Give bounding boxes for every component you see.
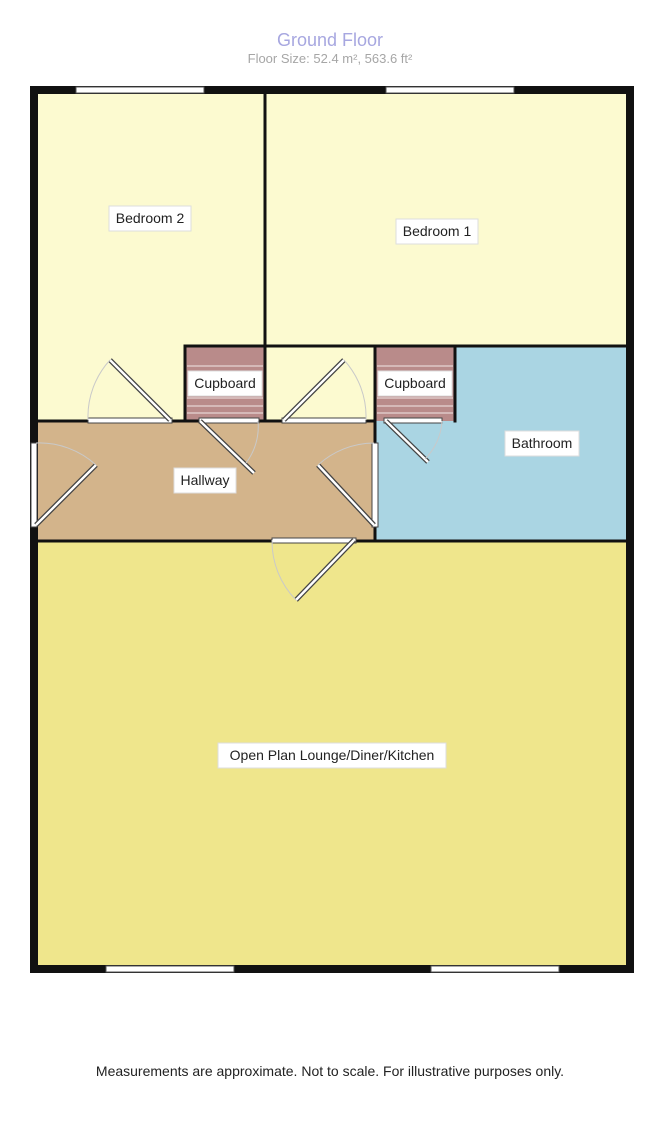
svg-text:Cupboard: Cupboard xyxy=(384,375,446,391)
label-cupboard-right: Cupboard xyxy=(377,370,453,397)
svg-text:Open Plan Lounge/Diner/Kitchen: Open Plan Lounge/Diner/Kitchen xyxy=(230,747,435,763)
door-leaves-inner xyxy=(35,359,429,601)
label-bedroom-2: Bedroom 2 xyxy=(108,205,192,232)
label-hallway: Hallway xyxy=(173,467,237,494)
label-cupboard-left: Cupboard xyxy=(187,370,263,397)
window-bedroom-1 xyxy=(385,86,515,94)
svg-text:Hallway: Hallway xyxy=(180,472,229,488)
door-arcs xyxy=(35,359,443,601)
window-lounge-right xyxy=(430,965,560,973)
floor-title: Ground Floor xyxy=(276,30,384,50)
label-bedroom-1: Bedroom 1 xyxy=(395,218,479,245)
label-bathroom: Bathroom xyxy=(504,430,580,457)
room-bedroom-1 xyxy=(265,90,630,346)
window-bedroom-2 xyxy=(75,86,205,94)
label-lounge: Open Plan Lounge/Diner/Kitchen xyxy=(217,742,447,769)
floor-size: Floor Size: 52.4 m², 563.6 ft² xyxy=(247,51,413,66)
svg-text:Cupboard: Cupboard xyxy=(194,375,256,391)
cupboard-stripes xyxy=(187,365,453,414)
svg-text:Bedroom 1: Bedroom 1 xyxy=(403,223,472,239)
window-lounge-left xyxy=(105,965,235,973)
svg-text:Bedroom 2: Bedroom 2 xyxy=(116,210,185,226)
windows xyxy=(75,86,560,973)
door-openings xyxy=(30,417,443,544)
disclaimer: Measurements are approximate. Not to sca… xyxy=(95,1063,565,1079)
svg-text:Bathroom: Bathroom xyxy=(512,435,573,451)
